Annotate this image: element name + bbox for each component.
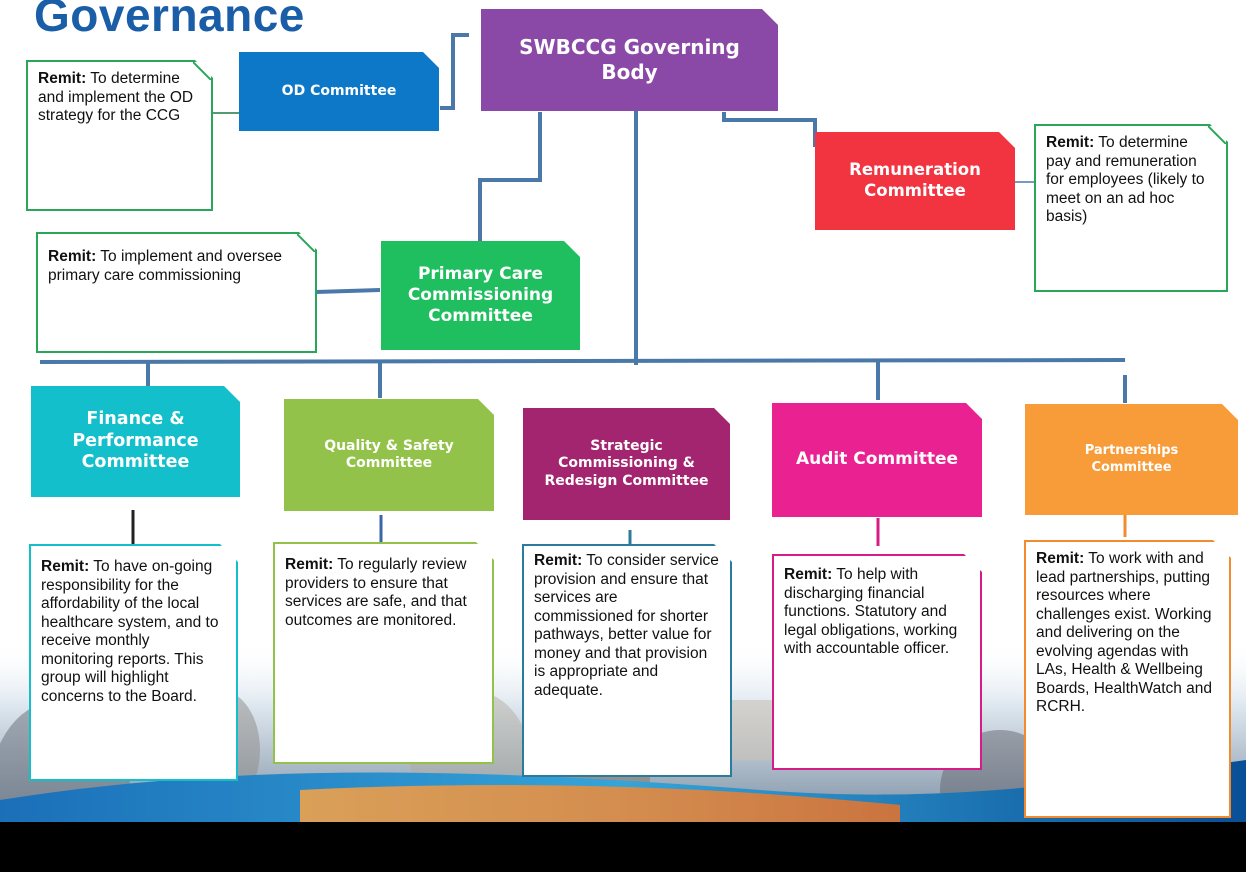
remit-text: To work with and lead partnerships, putt…	[1036, 550, 1213, 715]
audit-committee-node: Audit Committee	[772, 403, 982, 517]
node-label: Quality & Safety Committee	[324, 437, 454, 471]
remit-label: Remit:	[1036, 550, 1085, 567]
node-label: Remuneration Committee	[849, 160, 981, 200]
remit-text: To determine and implement the OD strate…	[38, 70, 194, 124]
primary-care-remit-box: Remit: To implement and oversee primary …	[36, 232, 317, 353]
strategic-remit-box: Remit: To consider service provision and…	[522, 544, 732, 777]
remit-text: To regularly review providers to ensure …	[285, 556, 467, 629]
folded-corner	[297, 234, 315, 252]
remit-text: To help with discharging financial funct…	[784, 566, 958, 657]
page-title: Governance	[34, 0, 305, 41]
folded-corner	[1208, 126, 1226, 144]
node-label: Partnerships Committee	[1084, 443, 1179, 475]
strategic-committee-node: Strategic Commissioning & Redesign Commi…	[523, 408, 730, 520]
governing-body-node: SWBCCG Governing Body	[481, 9, 778, 111]
quality-committee-node: Quality & Safety Committee	[284, 399, 494, 511]
finance-remit-box: Remit: To have on-going responsibility f…	[29, 544, 238, 781]
footer-bar	[0, 822, 1246, 872]
od-remit-box: Remit: To determine and implement the OD…	[26, 60, 213, 211]
remit-label: Remit:	[1046, 134, 1095, 151]
remit-label: Remit:	[41, 558, 90, 575]
remit-text: To have on-going responsibility for the …	[41, 558, 219, 705]
node-label: SWBCCG Governing Body	[519, 35, 740, 84]
node-label: Finance & Performance Committee	[72, 408, 199, 473]
remit-label: Remit:	[285, 556, 334, 573]
node-label: Primary Care Commissioning Committee	[407, 263, 554, 327]
node-label: Audit Committee	[795, 449, 959, 470]
primary-care-committee-node: Primary Care Commissioning Committee	[381, 241, 580, 350]
node-label: Strategic Commissioning & Redesign Commi…	[544, 437, 709, 489]
remuneration-remit-box: Remit: To determine pay and remuneration…	[1034, 124, 1228, 292]
folded-corner	[193, 62, 211, 80]
partnerships-remit-box: Remit: To work with and lead partnership…	[1024, 540, 1231, 818]
remit-label: Remit:	[784, 566, 833, 583]
remit-label: Remit:	[38, 70, 87, 87]
partnerships-committee-node: Partnerships Committee	[1025, 404, 1238, 515]
remit-text: To consider service provision and ensure…	[534, 552, 719, 699]
remit-text: To determine pay and remuneration for em…	[1046, 134, 1205, 225]
finance-committee-node: Finance & Performance Committee	[31, 386, 240, 497]
od-committee-node: OD Committee	[239, 52, 439, 131]
remit-text: To implement and oversee primary care co…	[48, 248, 283, 284]
remuneration-committee-node: Remuneration Committee	[815, 132, 1015, 230]
audit-remit-box: Remit: To help with discharging financia…	[772, 554, 982, 770]
node-label: OD Committee	[281, 82, 397, 99]
remit-label: Remit:	[534, 552, 583, 569]
quality-remit-box: Remit: To regularly review providers to …	[273, 542, 494, 764]
remit-label: Remit:	[48, 248, 97, 265]
